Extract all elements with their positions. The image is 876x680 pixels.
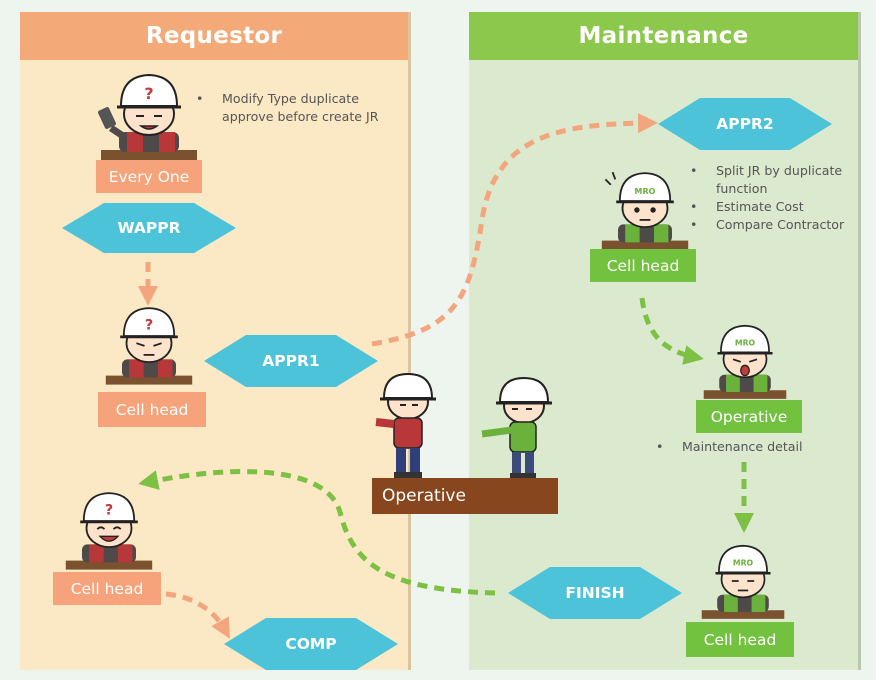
- helmet-mark: MRO: [735, 339, 756, 348]
- arrow-cellhead-to-comp: [165, 591, 230, 639]
- every-one-notes: Modify Type duplicate approve before cre…: [196, 90, 396, 126]
- maintenance-cell-head-1-character: MRO: [601, 171, 689, 250]
- appr2-label: APPR2: [716, 115, 774, 133]
- note-item: Maintenance detail: [656, 438, 836, 456]
- helmet-mark: ?: [105, 503, 113, 519]
- arrow-finish-to-requestor: [138, 469, 496, 596]
- note-item: Modify Type duplicate approve before cre…: [196, 90, 396, 126]
- finish-status: FINISH: [508, 567, 682, 619]
- maintenance-operative-label: Operative: [696, 400, 802, 433]
- helmet-mark: ?: [145, 318, 153, 334]
- maintenance-cell-head-2-character: MRO: [701, 544, 785, 619]
- requestor-cell-head-2-label: Cell head: [53, 572, 161, 605]
- maintenance-operative-notes: Maintenance detail: [656, 438, 836, 456]
- note-item: Split JR by duplicate function: [690, 162, 860, 198]
- every-one-character: ?: [98, 73, 197, 160]
- arrow-cellhead-to-operative: [639, 297, 704, 365]
- maintenance-cell-head-2-label: Cell head: [686, 622, 794, 657]
- wappr-label: WAPPR: [117, 219, 181, 237]
- requestor-lane-title: Requestor: [20, 12, 408, 60]
- requestor-cell-head-1-character: ?: [105, 307, 193, 385]
- operative-requestor-character: [375, 372, 436, 478]
- helmet-mark: MRO: [634, 186, 655, 196]
- maintenance-cell-head-1-label: Cell head: [590, 249, 696, 282]
- appr1-status: APPR1: [204, 335, 378, 387]
- note-item: Estimate Cost: [690, 198, 860, 216]
- maintenance-lane-title: Maintenance: [469, 12, 858, 60]
- arrow-appr1-to-appr2: [371, 113, 658, 347]
- finish-label: FINISH: [565, 584, 625, 602]
- comp-label: COMP: [285, 635, 337, 653]
- requestor-cell-head-2-character: ?: [65, 492, 153, 570]
- helmet-mark: ?: [144, 84, 153, 103]
- every-one-label: Every One: [96, 160, 202, 193]
- maintenance-operative-character: MRO: [703, 324, 787, 399]
- comp-status: COMP: [224, 618, 398, 670]
- operative-center-label: Operative: [372, 478, 558, 514]
- wappr-status: WAPPR: [62, 203, 236, 253]
- appr1-label: APPR1: [262, 352, 320, 370]
- appr2-status: APPR2: [658, 98, 832, 150]
- maintenance-cell-head-notes: Split JR by duplicate function Estimate …: [690, 162, 860, 234]
- note-item: Compare Contractor: [690, 216, 860, 234]
- requestor-cell-head-1-label: Cell head: [98, 392, 206, 427]
- helmet-mark: MRO: [733, 559, 754, 568]
- operative-maintenance-character: [481, 376, 552, 479]
